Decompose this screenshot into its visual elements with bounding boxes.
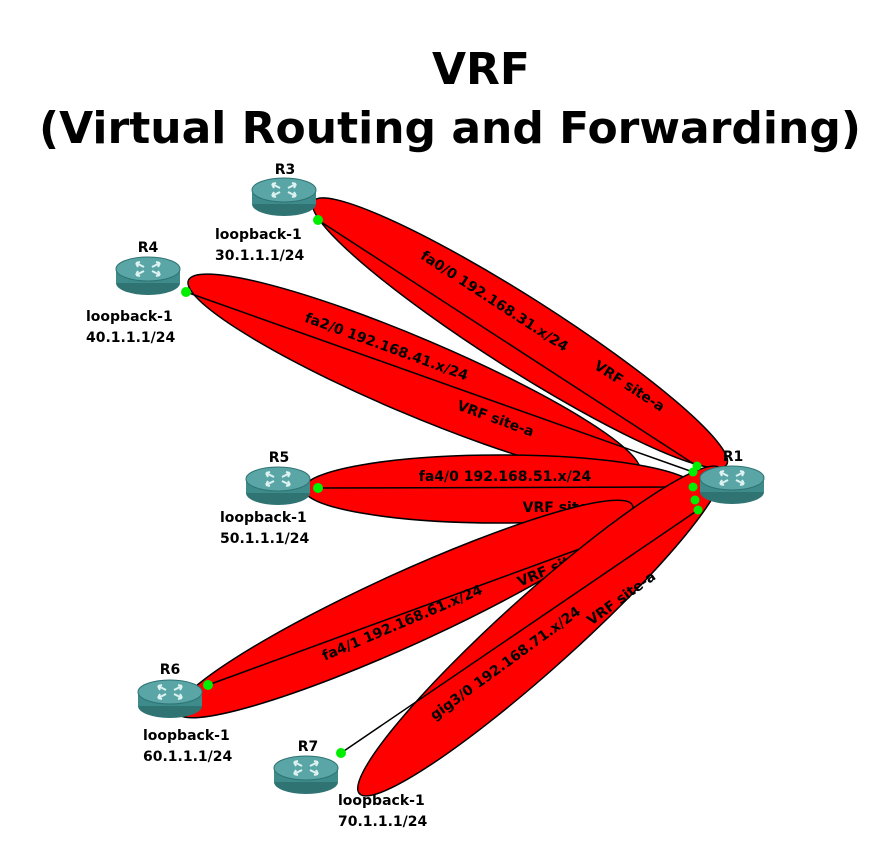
loopback-name-r5: loopback-1 xyxy=(220,510,307,526)
cable-r3-r1 xyxy=(317,219,698,467)
loopback-ip-r6: 60.1.1.1/24 xyxy=(143,749,233,765)
router-name-r1: R1 xyxy=(723,449,744,465)
link-iface-label-r5: fa4/0 192.168.51.x/24 xyxy=(419,469,592,485)
router-r6[interactable]: R6 loopback-1 60.1.1.1/24 xyxy=(137,662,233,765)
cable-r4-r1 xyxy=(185,291,694,473)
router-r5[interactable]: R5 loopback-1 50.1.1.1/24 xyxy=(220,450,311,547)
loopback-ip-r3: 30.1.1.1/24 xyxy=(215,248,305,264)
router-r3[interactable]: R3 loopback-1 30.1.1.1/24 xyxy=(215,162,317,264)
loopback-name-r6: loopback-1 xyxy=(143,728,230,744)
endpoint-dot-r4 xyxy=(181,287,191,297)
router-name-r4: R4 xyxy=(138,240,159,256)
endpoint-dot-r1-r7 xyxy=(693,505,703,515)
loopback-name-r4: loopback-1 xyxy=(86,309,173,325)
loopback-ip-r4: 40.1.1.1/24 xyxy=(86,330,176,346)
endpoint-dot-r7 xyxy=(336,748,346,758)
router-icon xyxy=(245,466,311,506)
diagram-title-line1: VRF xyxy=(432,44,530,95)
diagram-title-line2: (Virtual Routing and Forwarding) xyxy=(39,103,861,154)
router-name-r6: R6 xyxy=(160,662,181,678)
endpoint-dot-r3 xyxy=(313,215,323,225)
router-r4[interactable]: R4 loopback-1 40.1.1.1/24 xyxy=(86,240,181,346)
router-icon xyxy=(137,679,203,719)
cable-r5-r1 xyxy=(317,486,694,489)
cable-r7-r1 xyxy=(340,509,699,754)
loopback-ip-r5: 50.1.1.1/24 xyxy=(220,531,310,547)
loopback-name-r7: loopback-1 xyxy=(338,793,425,809)
link-endpoints xyxy=(181,215,703,758)
router-icon xyxy=(251,177,317,217)
router-icon xyxy=(699,465,765,505)
router-r1[interactable]: R1 xyxy=(699,449,765,505)
router-name-r7: R7 xyxy=(298,739,319,755)
endpoint-dot-r6 xyxy=(203,680,213,690)
loopback-name-r3: loopback-1 xyxy=(215,227,302,243)
loopback-ip-r7: 70.1.1.1/24 xyxy=(338,814,428,830)
endpoint-dot-r1-r6 xyxy=(690,495,700,505)
router-icon xyxy=(115,256,181,296)
router-name-r5: R5 xyxy=(269,450,290,466)
endpoint-dot-r1-r5 xyxy=(688,482,698,492)
router-r7[interactable]: R7 loopback-1 70.1.1.1/24 xyxy=(273,739,428,830)
endpoint-dot-r1-r4 xyxy=(688,467,698,477)
router-icon xyxy=(273,755,339,795)
router-name-r3: R3 xyxy=(275,162,296,178)
endpoint-dot-r5 xyxy=(313,483,323,493)
